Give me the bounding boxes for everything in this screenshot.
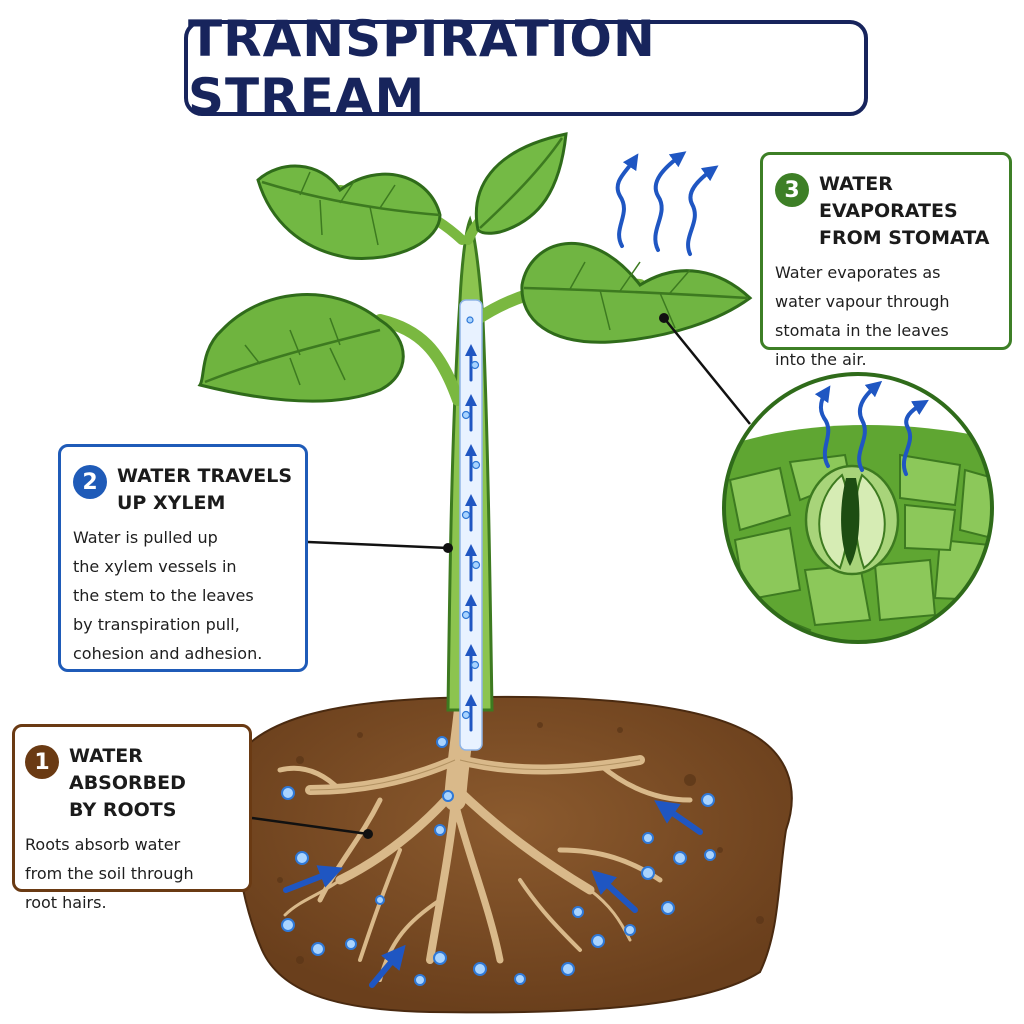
step-3-number: 3 — [775, 173, 809, 207]
step-2-box: 2 WATER TRAVELS UP XYLEM Water is pulled… — [58, 444, 308, 672]
stomata-zoom — [724, 374, 992, 642]
step-1-body-line: root hairs. — [25, 893, 107, 912]
step-2-description: Water is pulled up the xylem vessels in … — [73, 523, 293, 668]
xylem-pointer — [307, 540, 449, 550]
step-2-body-line: the stem to the leaves — [73, 586, 254, 605]
leaf-right — [520, 242, 753, 344]
step-3-body-line: water vapour through — [775, 292, 950, 311]
step-2-body-line: the xylem vessels in — [73, 557, 237, 576]
step-1-heading-line: BY ROOTS — [69, 799, 177, 821]
step-1-body-line: Roots absorb water — [25, 835, 181, 854]
step-2-heading-line: WATER TRAVELS — [117, 465, 292, 487]
page-title: TRANSPIRATION STREAM — [188, 10, 656, 126]
title-box: TRANSPIRATION STREAM — [184, 10, 868, 126]
step-2-number: 2 — [73, 465, 107, 499]
step-3-body-line: stomata in the leaves — [775, 321, 949, 340]
step-2-heading: WATER TRAVELS UP XYLEM — [117, 463, 292, 517]
step-2-body-line: cohesion and adhesion. — [73, 644, 263, 663]
soil-pebbles — [277, 722, 764, 964]
step-3-heading: WATER EVAPORATES FROM STOMATA — [819, 171, 995, 252]
step-2-body-line: by transpiration pull, — [73, 615, 240, 634]
leaf-left — [197, 293, 405, 403]
step-1-description: Roots absorb water from the soil through… — [25, 830, 237, 917]
leaf-top — [474, 132, 568, 235]
step-3-box: 3 WATER EVAPORATES FROM STOMATA Water ev… — [760, 152, 1012, 369]
step-1-number: 1 — [25, 745, 59, 779]
step-1-box: 1 WATER ABSORBED BY ROOTS Roots absorb w… — [12, 724, 252, 912]
soil-water-droplets — [281, 736, 716, 986]
soil-water-arrows — [283, 800, 703, 988]
step-1-heading-line: WATER ABSORBED — [69, 745, 186, 794]
vapour-arrows-stomata — [814, 380, 929, 476]
step-1-heading: WATER ABSORBED BY ROOTS — [69, 743, 237, 824]
leaf-pointer — [663, 317, 751, 425]
step-3-heading-line: FROM STOMATA — [819, 227, 990, 249]
leaf-upper-left — [256, 164, 442, 260]
root-pointer — [251, 816, 369, 836]
step-3-body-line: into the air. — [775, 350, 867, 369]
xylem-droplets — [461, 316, 481, 720]
step-3-description: Water evaporates as water vapour through… — [775, 258, 995, 374]
step-3-body-line: Water evaporates as — [775, 263, 941, 282]
step-2-heading-line: UP XYLEM — [117, 492, 226, 514]
step-1-body-line: from the soil through — [25, 864, 194, 883]
root-outline — [309, 759, 641, 791]
step-3-heading-line: WATER EVAPORATES — [819, 173, 958, 222]
step-2-body-line: Water is pulled up — [73, 528, 218, 547]
vapour-arrows-leaf — [615, 151, 719, 256]
